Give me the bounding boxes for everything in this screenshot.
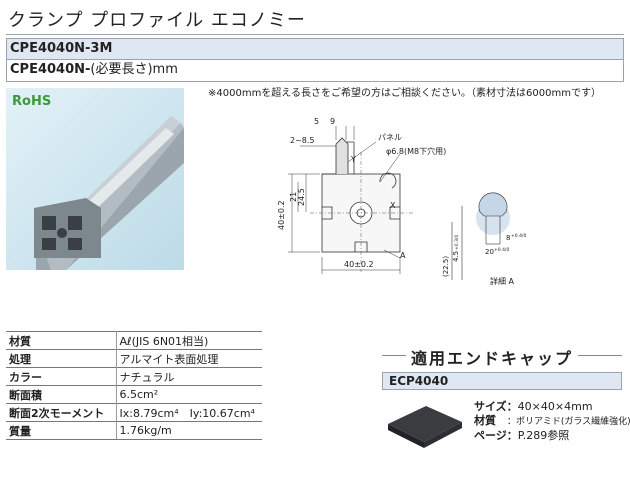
- spec-value: 6.5cm²: [116, 385, 262, 404]
- detail-dim-4-5: 4.5: [452, 251, 460, 262]
- endcap-code: ECP4040: [382, 372, 622, 390]
- label-hole: φ6.8(M8下穴用): [386, 146, 446, 156]
- table-row: 質量 1.76kg/m: [6, 421, 262, 440]
- cross-section-drawing: 5 9 2~8.5 パネル φ6.8(M8下穴用) Y X 40±0.2 24.…: [277, 117, 526, 286]
- endcap-title: 適用エンドキャップ: [406, 345, 579, 369]
- spec-value: 1.76kg/m: [116, 421, 262, 440]
- dim-5: 5: [314, 117, 319, 126]
- endcap-size-value: 40×40×4mm: [517, 400, 593, 413]
- endcap-material-value: ：ポリアミド(ガラス繊維強化): [507, 417, 630, 427]
- dim-panel-range: 2~8.5: [290, 136, 315, 145]
- endcap-page-value: P.289参照: [517, 429, 570, 442]
- table-row: 断面積 6.5cm²: [6, 385, 262, 404]
- custom-code-suffix: (必要長さ)mm: [90, 62, 178, 77]
- dim-24-5: 24.5: [297, 188, 306, 206]
- rohs-badge: RoHS: [12, 94, 52, 109]
- spec-key: 断面2次モーメント: [6, 403, 117, 422]
- dim-21: 21: [289, 192, 298, 202]
- endcap-material-key: 材質: [474, 414, 507, 427]
- spec-key: 処理: [6, 349, 117, 368]
- spec-value: Ix:8.79cm⁴ Iy:10.67cm⁴: [116, 403, 262, 422]
- spec-key: 質量: [6, 421, 117, 440]
- endcap-material: 材質 ：ポリアミド(ガラス繊維強化): [474, 414, 630, 429]
- custom-code-prefix: CPE4040N-: [10, 62, 91, 77]
- dim-9: 9: [330, 117, 335, 126]
- spec-key: 断面積: [6, 385, 117, 404]
- spec-key: カラー: [6, 367, 117, 386]
- spec-key: 材質: [6, 331, 117, 350]
- endcap-page-key: ページ：: [474, 429, 518, 442]
- axis-x: X: [390, 201, 396, 210]
- custom-length-row: CPE4040N-(必要長さ)mm: [6, 60, 624, 82]
- endcap-size: サイズ：40×40×4mm: [474, 400, 630, 414]
- extrusion-illustration: [34, 116, 184, 270]
- detail-tol-8: +0.4/0: [511, 233, 526, 239]
- endcap-size-key: サイズ：: [474, 400, 518, 413]
- product-code: CPE4040N-3M: [10, 41, 113, 56]
- product-photo: RoHS: [6, 88, 184, 270]
- detail-dim-22-5: (22.5): [442, 256, 450, 277]
- dim-width: 40±0.2: [344, 260, 374, 269]
- endcap-photo: [388, 406, 462, 448]
- table-row: 処理 アルマイト表面処理: [6, 349, 262, 368]
- endcap-heading: 適用エンドキャップ: [382, 344, 622, 369]
- table-row: 断面2次モーメント Ix:8.79cm⁴ Iy:10.67cm⁴: [6, 403, 262, 422]
- spec-value: ナチュラル: [116, 367, 262, 386]
- dim-height: 40±0.2: [277, 200, 286, 230]
- endcap-info: サイズ：40×40×4mm 材質 ：ポリアミド(ガラス繊維強化) ページ：P.2…: [474, 400, 630, 443]
- axis-y: Y: [350, 155, 356, 164]
- label-detail-ref: A: [400, 251, 406, 260]
- page-title: クランプ プロファイル エコノミー: [8, 10, 306, 31]
- detail-caption: 詳細 A: [490, 276, 515, 286]
- length-note: ※4000mmを超える長さをご希望の方はご相談ください。（素材寸法は6000mm…: [208, 88, 601, 99]
- detail-tol-20: +0.4/0: [494, 247, 509, 253]
- detail-tol-4-5: +0.3/0: [454, 235, 460, 250]
- label-panel: パネル: [378, 133, 402, 142]
- title-divider: [6, 34, 624, 35]
- endcap-page: ページ：P.289参照: [474, 429, 630, 443]
- table-row: カラー ナチュラル: [6, 367, 262, 386]
- spec-value: Aℓ(JIS 6N01相当): [116, 331, 262, 350]
- spec-value: アルマイト表面処理: [116, 349, 262, 368]
- table-row: 材質 Aℓ(JIS 6N01相当): [6, 331, 262, 350]
- product-code-row: CPE4040N-3M: [6, 38, 624, 60]
- detail-dim-8: 8: [506, 234, 510, 242]
- spec-table: 材質 Aℓ(JIS 6N01相当) 処理 アルマイト表面処理 カラー ナチュラル…: [6, 331, 262, 440]
- detail-dim-20: 20: [485, 248, 494, 256]
